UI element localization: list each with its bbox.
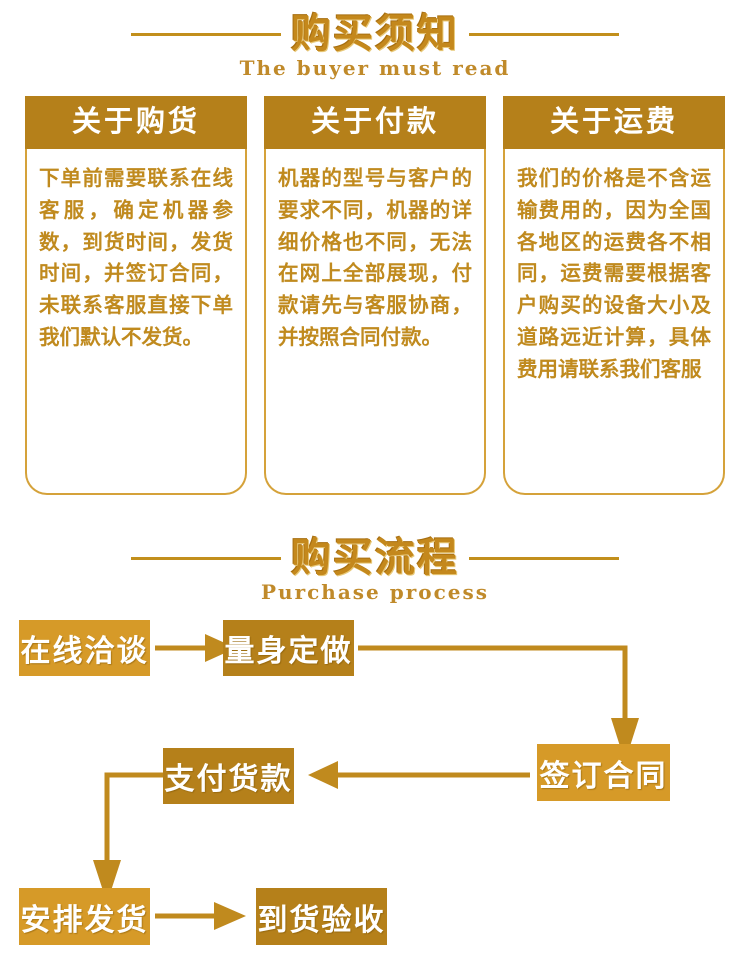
notice-card-body: 机器的型号与客户的要求不同，机器的详细价格也不同，无法在网上全部展现，付款请先与…	[264, 149, 486, 495]
section-title-cn: 购买须知	[291, 11, 459, 57]
heading-rule-right	[469, 556, 619, 560]
flow-step-receive-inspect[interactable]: 到货验收	[256, 888, 387, 945]
notice-card-body: 下单前需要联系在线客服，确定机器参数，到货时间，发货时间，并签订合同，未联系客服…	[25, 149, 247, 495]
notice-card-heading: 关于购货	[25, 96, 247, 149]
notice-card-heading: 关于运费	[503, 96, 725, 149]
flow-step-make-payment[interactable]: 支付货款	[163, 748, 294, 804]
heading-rule-left	[131, 556, 281, 560]
flow-step-arrange-shipment[interactable]: 安排发货	[19, 888, 150, 945]
notice-card-heading: 关于付款	[264, 96, 486, 149]
section-subtitle-en: Purchase process	[260, 580, 490, 604]
flow-step-label: 支付货款	[164, 762, 293, 797]
flow-step-sign-contract[interactable]: 签订合同	[537, 744, 670, 801]
flow-step-label: 量身定做	[224, 634, 353, 669]
heading-rule-left	[131, 32, 281, 36]
flow-step-label: 签订合同	[539, 758, 668, 794]
flow-step-label: 到货验收	[257, 902, 386, 938]
notice-card-group: 关于购货 下单前需要联系在线客服，确定机器参数，到货时间，发货时间，并签订合同，…	[25, 96, 725, 495]
section-title-cn: 购买流程	[291, 535, 459, 581]
heading-rule-right	[469, 32, 619, 36]
notice-card-purchase: 关于购货 下单前需要联系在线客服，确定机器参数，到货时间，发货时间，并签订合同，…	[25, 96, 247, 495]
section-subtitle-en: The buyer must read	[239, 56, 511, 80]
flow-step-label: 安排发货	[20, 902, 149, 938]
section-heading-purchase-process: 购买流程 Purchase process	[0, 532, 750, 604]
notice-card-body: 我们的价格是不含运输费用的，因为全国各地区的运费各不相同，运费需要根据客户购买的…	[503, 149, 725, 495]
notice-card-payment: 关于付款 机器的型号与客户的要求不同，机器的详细价格也不同，无法在网上全部展现，…	[264, 96, 486, 495]
flow-step-label: 在线洽谈	[20, 634, 149, 669]
section-heading-buyer-notice: 购买须知 The buyer must read	[0, 8, 750, 80]
flow-step-custom-made[interactable]: 量身定做	[223, 620, 354, 676]
notice-card-shipping: 关于运费 我们的价格是不含运输费用的，因为全国各地区的运费各不相同，运费需要根据…	[503, 96, 725, 495]
flow-step-online-consult[interactable]: 在线洽谈	[19, 620, 150, 676]
purchase-flow-diagram: 在线洽谈 量身定做 签订合同 支付货款 安排发货 到货验收	[0, 610, 750, 970]
